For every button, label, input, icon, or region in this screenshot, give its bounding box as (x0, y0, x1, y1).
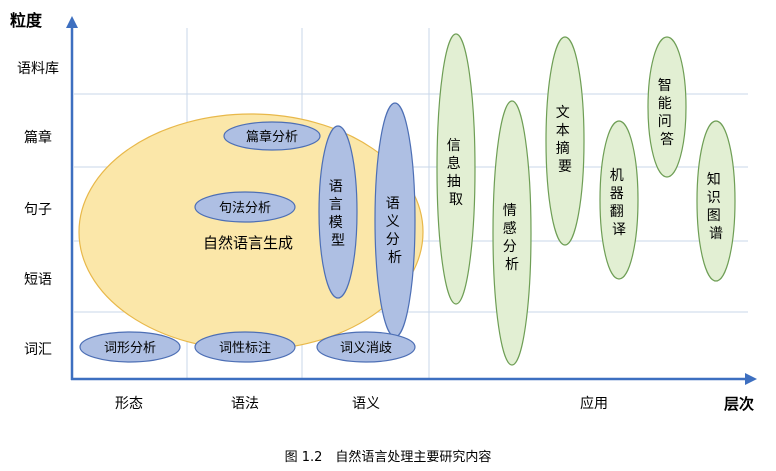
x-axis-title: 层次 (724, 395, 754, 413)
y-label-word: 词汇 (24, 342, 52, 358)
svg-text:情 感 分 析: 情 感 分 析 (503, 203, 521, 273)
x-axis-labels: 形态 语法 语义 应用 (115, 395, 608, 412)
svg-text:机 器 翻 译: 机 器 翻 译 (610, 168, 628, 238)
svg-text:词性标注: 词性标注 (219, 341, 271, 356)
task-pos-tagging: 词性标注 (194, 331, 296, 363)
task-discourse-analysis: 篇章分析 (223, 121, 321, 151)
y-label-sentence: 句子 (24, 202, 52, 218)
task-question-answering: 智 能 问 答 (647, 36, 687, 178)
task-syntactic-analysis: 句法分析 (194, 191, 296, 223)
x-label-syntax: 语法 (231, 396, 259, 412)
svg-text:词义消歧: 词义消歧 (340, 341, 392, 356)
task-information-extraction: 信 息 抽 取 (436, 33, 476, 305)
task-text-summarization: 文 本 摘 要 (545, 36, 585, 246)
y-label-discourse: 篇章 (24, 129, 52, 146)
figure-caption: 图 1.2 自然语言处理主要研究内容 (285, 449, 492, 465)
svg-text:知 识 图 谱: 知 识 图 谱 (707, 171, 725, 242)
task-machine-translation: 机 器 翻 译 (599, 120, 639, 280)
x-label-application: 应用 (580, 395, 608, 412)
svg-text:词形分析: 词形分析 (104, 341, 156, 356)
axes (66, 16, 757, 385)
svg-text:语 言 模 型: 语 言 模 型 (329, 179, 347, 249)
y-label-corpus: 语料库 (17, 61, 59, 77)
x-label-semantics: 语义 (352, 396, 380, 412)
y-axis-labels: 语料库 篇章 句子 短语 词汇 (17, 61, 59, 358)
task-knowledge-graph: 知 识 图 谱 (696, 120, 736, 282)
svg-text:句法分析: 句法分析 (219, 201, 271, 216)
y-label-phrase: 短语 (24, 272, 52, 288)
nlg-region (78, 113, 424, 351)
task-semantic-analysis: 语 义 分 析 (374, 102, 416, 338)
svg-text:智 能 问 答: 智 能 问 答 (658, 78, 676, 148)
nlg-label: 自然语言生成 (203, 234, 293, 252)
task-morphological-analysis: 词形分析 (79, 331, 181, 363)
svg-text:篇章分析: 篇章分析 (246, 129, 298, 145)
task-language-model: 语 言 模 型 (318, 125, 358, 299)
svg-text:语 义 分 析: 语 义 分 析 (386, 196, 404, 266)
svg-text:文 本 摘 要: 文 本 摘 要 (556, 105, 574, 175)
task-sentiment-analysis: 情 感 分 析 (492, 100, 532, 366)
svg-text:信 息 抽 取: 信 息 抽 取 (447, 138, 465, 208)
x-label-morphology: 形态 (115, 396, 143, 412)
task-word-sense-disambiguation: 词义消歧 (316, 331, 416, 363)
y-axis-title: 粒度 (10, 11, 43, 30)
